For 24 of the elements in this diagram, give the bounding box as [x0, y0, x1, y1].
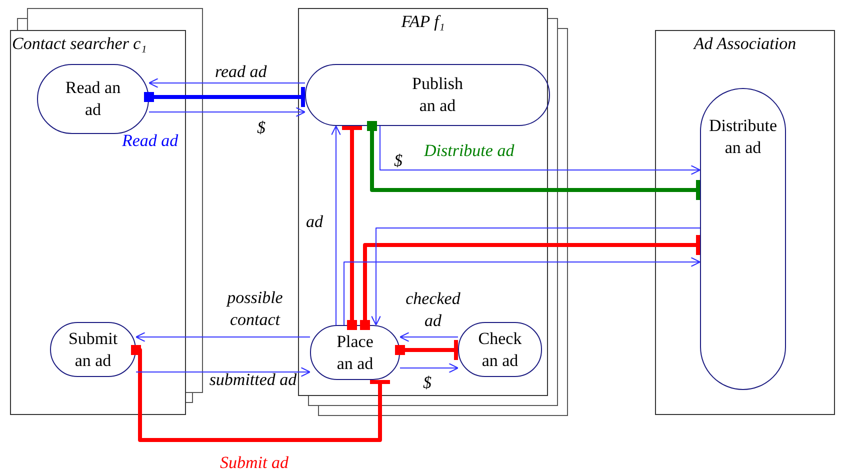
edge-label: Read ad [122, 130, 178, 152]
edge-label: Distribute ad [424, 140, 514, 162]
actor-box [655, 30, 835, 415]
activity-label: Read an ad [64, 77, 122, 121]
edge-label: ad [306, 211, 323, 233]
activity-shape [700, 88, 786, 390]
activity-label: Publish an ad [410, 73, 464, 117]
activity-label: Check an ad [477, 328, 523, 372]
edge-label: checked ad [404, 288, 462, 332]
activity-label: Distribute an ad [708, 115, 778, 159]
edge-label: Submit ad [220, 452, 288, 473]
actor-box [10, 8, 203, 415]
activity-label: Place an ad [336, 330, 374, 374]
edge-label: read ad [215, 61, 267, 83]
edge-label: submitted ad [208, 369, 298, 391]
actor-title: Contact searcher c₁ [12, 33, 147, 55]
actor-box [298, 8, 568, 416]
edge-label: $ [423, 372, 432, 394]
actor-title: FAP f₁ [400, 11, 446, 33]
edge-label: $ [257, 117, 266, 139]
actor-title: Ad Association [692, 33, 798, 55]
edge-label: $ [394, 150, 402, 172]
edge-label: possible contact [225, 287, 284, 331]
activity-label: Submit an ad [67, 328, 119, 372]
